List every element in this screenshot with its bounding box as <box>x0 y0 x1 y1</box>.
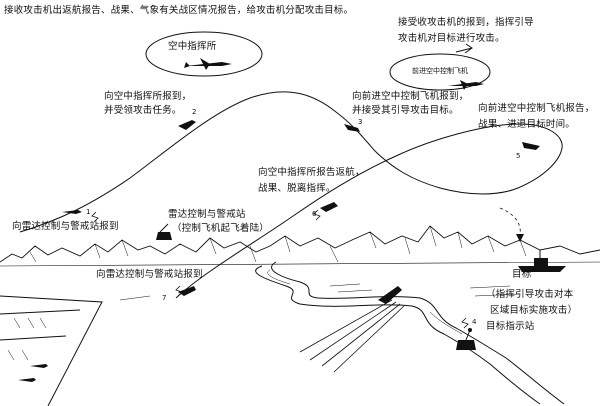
forward-control-plane-label: 前进空中控制飞机 <box>412 66 468 76</box>
step-5-report-label-1: 向前进空中控制飞机报告， <box>478 102 594 115</box>
step-5-report-label-2: 战果、进退目标时间。 <box>478 118 575 131</box>
air-command-orbit <box>146 32 262 76</box>
step-1-radar-report-label: 向雷达控制与警戒站报到 <box>12 220 119 233</box>
step-number: 7 <box>162 294 166 302</box>
attack-streaks <box>300 300 404 372</box>
air-command-plane-icon <box>184 58 232 70</box>
runway <box>0 296 102 406</box>
step-number: 3 <box>358 118 362 126</box>
radar-station-icon <box>156 224 172 240</box>
forward-control-orbit-arrow <box>456 44 472 53</box>
target-label: 目标 <box>512 268 531 281</box>
step-2-report-label-2: 并受领攻击任务。 <box>104 104 182 117</box>
step-3-report-label-2: 并接受其引导攻击目标。 <box>352 104 459 117</box>
forward-control-plane-icon <box>448 80 484 90</box>
guide-attack-label-2: 区域目标实施攻击） <box>490 304 577 317</box>
step-6-report-label-1: 向空中指挥所报告返航， <box>258 166 365 179</box>
river-detail <box>268 270 462 334</box>
air-command-post-label: 空中指挥所 <box>168 40 217 53</box>
horizon-line <box>0 262 600 266</box>
step-3-report-label-1: 向前进空中控制飞机报到， <box>352 90 468 103</box>
target-station-icon <box>456 328 476 350</box>
forward-control-duty-label-2: 攻击机对目标进行攻击。 <box>398 32 505 45</box>
step-number: 2 <box>192 108 196 116</box>
air-command-brief-label: 接收攻击机出返航报告、战果、气象有关战区情况报告，给攻击机分配攻击目标。 <box>4 4 353 17</box>
step-number: 5 <box>516 152 520 160</box>
guide-attack-label-1: （指挥引导攻击对本 <box>486 288 573 301</box>
radar-station-label-1: 雷达控制与警戒站 <box>168 208 246 221</box>
step-7-radar-report-label: 向雷达控制与警戒站报到 <box>96 268 203 281</box>
river-bank-right <box>272 262 564 404</box>
step-number: 1 <box>86 208 90 216</box>
step-number: 4 <box>472 318 476 326</box>
target-station-label: 目标指示站 <box>486 320 535 333</box>
step-2-report-label-1: 向空中指挥所报到， <box>104 90 191 103</box>
step-number: 6 <box>312 210 316 218</box>
parked-plane-icon <box>18 364 48 382</box>
step-6-report-label-2: 战果、脱离指挥。 <box>258 182 336 195</box>
forward-control-duty-label-1: 接受收攻击机的报到，指挥引导 <box>398 16 534 29</box>
dashed-descent <box>500 208 520 236</box>
radar-station-label-2: （控制飞机起飞着陆） <box>172 222 269 235</box>
